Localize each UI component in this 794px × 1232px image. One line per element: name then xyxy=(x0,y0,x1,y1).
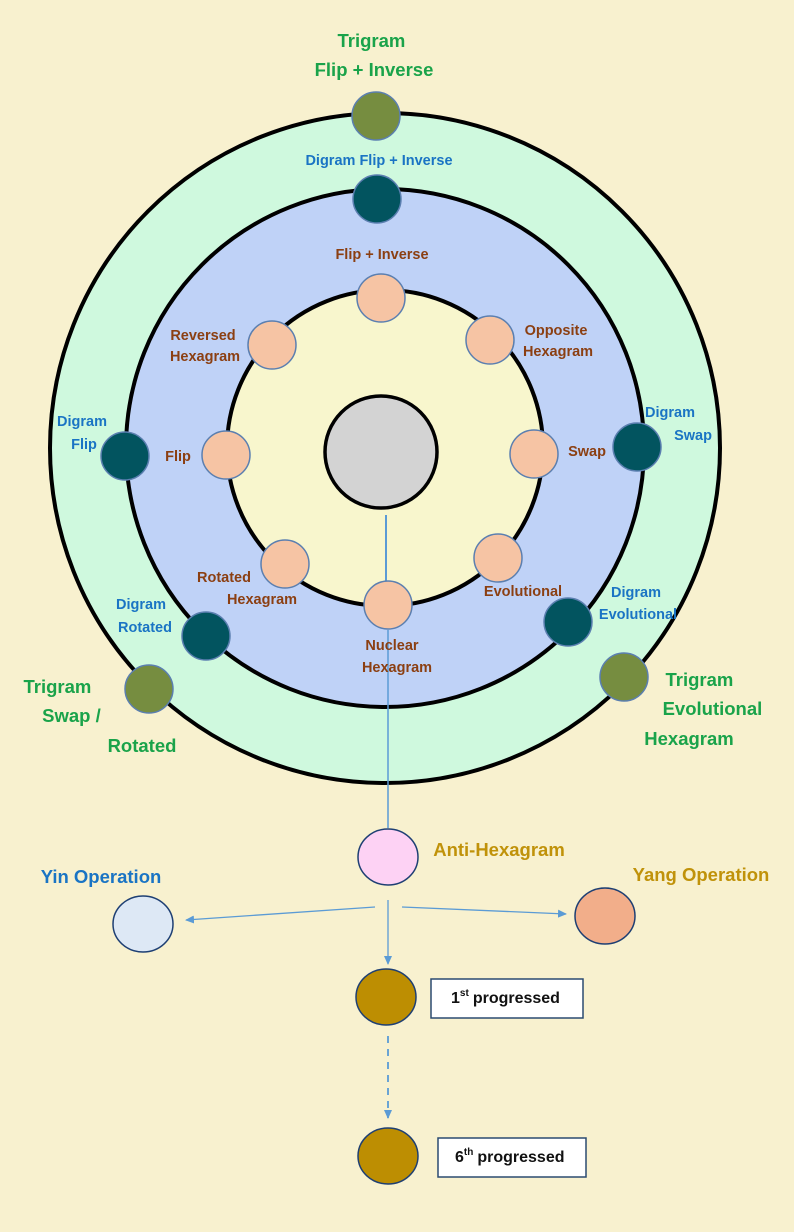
yang-operation-label: Yang Operation xyxy=(633,864,770,885)
trigram-flip-inverse-node xyxy=(351,91,401,141)
evolutional-label: Evolutional xyxy=(484,584,562,600)
swap-label: Swap xyxy=(568,444,606,460)
yin-operation-label: Yin Operation xyxy=(41,866,162,887)
digram-flip-label: Digram Flip xyxy=(57,414,111,453)
opposite-hexagram-label: Opposite Hexagram xyxy=(523,323,593,360)
digram-flip-inverse-node xyxy=(352,174,402,224)
flip-inverse-node xyxy=(356,273,406,323)
yang-operation-node xyxy=(574,887,636,945)
arrow-to-yin xyxy=(185,906,376,924)
digram-evolutional-node xyxy=(543,597,593,647)
first-progressed-box xyxy=(430,978,584,1019)
trigram-swap-rotated-node xyxy=(124,664,174,714)
trigram-evolutional-hexagram-node xyxy=(599,652,649,702)
digram-rotated-node xyxy=(181,611,231,661)
first-progressed-node xyxy=(355,968,417,1026)
digram-flip-inverse-label: Digram Flip + Inverse xyxy=(305,153,452,169)
sixth-progressed-node xyxy=(357,1127,419,1185)
trigram-swap-rotated-label: Trigram Swap / Rotated xyxy=(24,676,177,756)
reversed-hexagram-label: Reversed Hexagram xyxy=(170,328,240,365)
digram-swap-node xyxy=(612,422,662,472)
arrow-to-yang xyxy=(401,906,567,918)
flip-node xyxy=(201,430,251,480)
flip-label: Flip xyxy=(165,449,191,465)
swap-node xyxy=(509,429,559,479)
nuclear-hexagram-label: Nuclear Hexagram xyxy=(362,638,432,676)
trigram-flip-inverse-label: Trigram Flip + Inverse xyxy=(315,30,434,80)
evolutional-node xyxy=(473,533,523,583)
anti-hexagram-node xyxy=(357,828,419,886)
anti-hexagram-label: Anti-Hexagram xyxy=(433,839,565,860)
digram-swap-label: Digram Swap xyxy=(645,405,712,444)
opposite-hexagram-node xyxy=(465,315,515,365)
nuclear-hexagram-node xyxy=(363,580,413,630)
digram-flip-node xyxy=(100,431,150,481)
digram-evolutional-label: Digram Evolutional xyxy=(599,585,677,623)
rotated-hexagram-label: Rotated Hexagram xyxy=(197,570,297,608)
rotated-hexagram-node xyxy=(260,539,310,589)
sixth-progressed-box xyxy=(437,1137,587,1178)
flip-inverse-label: Flip + Inverse xyxy=(335,247,428,263)
reversed-hexagram-node xyxy=(247,320,297,370)
trigram-evolutional-hexagram-label: Trigram Evolutional Hexagram xyxy=(644,669,767,749)
center-hexagram-node xyxy=(323,394,439,510)
yin-operation-node xyxy=(112,895,174,953)
digram-rotated-label: Digram Rotated xyxy=(116,597,172,636)
